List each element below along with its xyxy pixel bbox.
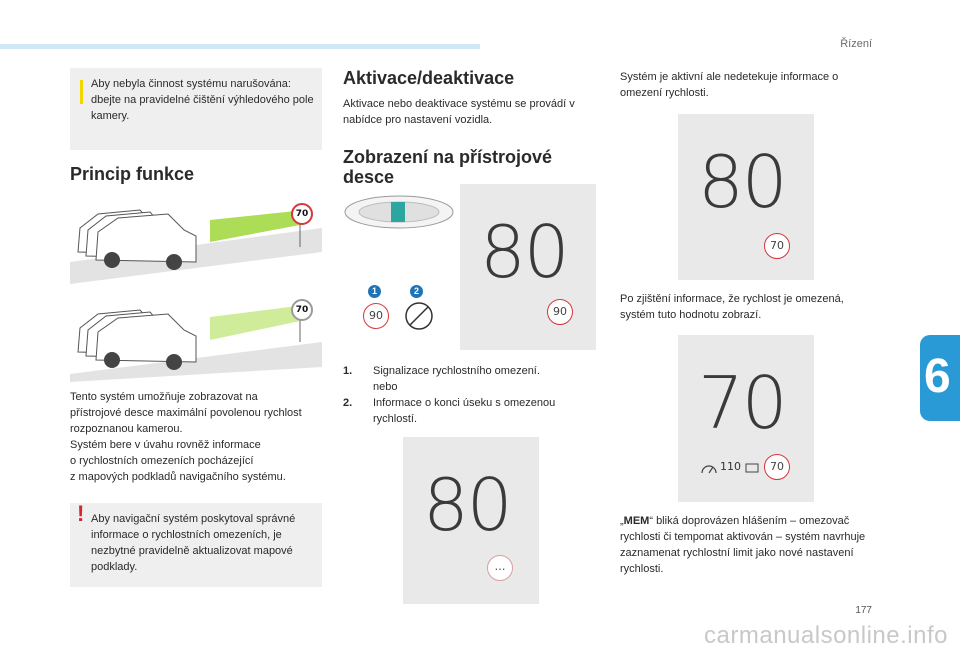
cluster-panel-1: 80 90 xyxy=(460,184,596,350)
inactive-text: Systém je aktivní ale nedetekuje informa… xyxy=(620,71,839,99)
illustration-sign-detection: 70 70 xyxy=(70,192,322,382)
info-mark-icon xyxy=(80,80,83,104)
header-bar xyxy=(0,44,480,49)
cluster-panel-3: 80 70 xyxy=(678,114,814,280)
mem-text: „MEM“ bliká doprovázen hlášením – omezov… xyxy=(620,515,866,575)
mem-icon xyxy=(745,463,759,473)
panel-limit-sign: 70 xyxy=(764,233,790,259)
list-item: 2. Informace o konci úseku s omezenou ry… xyxy=(343,397,556,425)
detected-text: Po zjištění informace, že rychlost je om… xyxy=(620,293,844,321)
warning-note: ! Aby navigační systém poskytoval správn… xyxy=(70,503,322,587)
list-item: 1. Signalizace rychlostního omezení. neb… xyxy=(343,365,540,393)
page-number: 177 xyxy=(855,605,872,616)
legend-list: 1. Signalizace rychlostního omezení. neb… xyxy=(343,363,595,427)
speed-sign-bottom: 70 xyxy=(291,299,313,321)
speed-limiter-icon xyxy=(701,465,717,474)
camera-windshield-icon xyxy=(344,195,454,229)
heading-display: Zobrazení na přístrojové desce xyxy=(343,147,553,187)
section-title: Řízení xyxy=(840,38,872,50)
info-note: Aby nebyla činnost systému narušována: d… xyxy=(70,68,322,150)
principle-text: Tento systém umožňuje zobrazovat na přís… xyxy=(70,391,302,483)
heading-principle: Princip funkce xyxy=(70,164,195,184)
watermark: carmanualsonline.info xyxy=(704,622,948,649)
info-note-text: Aby nebyla činnost systému narušována: d… xyxy=(91,78,314,122)
speed-limit-sign-icon: 90 xyxy=(363,303,389,329)
panel-speed: 80 xyxy=(480,210,570,294)
display-icons: 1 2 90 xyxy=(343,190,458,340)
cars-illustration xyxy=(70,209,322,382)
heading-activation: Aktivace/deaktivace xyxy=(343,68,515,88)
panel-limit-sign: 90 xyxy=(547,299,573,325)
chapter-tab: 6 xyxy=(920,335,960,421)
panel-speed: 70 xyxy=(698,361,788,445)
cluster-panel-4: 70 110 70 xyxy=(678,335,814,502)
speed-sign-top: 70 xyxy=(291,203,313,225)
badge-1: 1 xyxy=(368,285,381,298)
panel-limit-sign: … xyxy=(487,555,513,581)
panel-speed: 80 xyxy=(423,463,513,547)
cruise-setting: 110 xyxy=(720,460,741,473)
badge-2: 2 xyxy=(410,285,423,298)
end-of-limit-sign-icon xyxy=(405,302,433,330)
warning-icon: ! xyxy=(77,501,85,526)
panel-speed: 80 xyxy=(698,140,788,224)
chapter-number: 6 xyxy=(924,350,951,403)
activation-text: Aktivace nebo deaktivace systému se prov… xyxy=(343,98,575,126)
panel-limit-sign: 70 xyxy=(764,454,790,480)
cluster-panel-2: 80 … xyxy=(403,437,539,604)
warning-note-text: Aby navigační systém poskytoval správné … xyxy=(91,513,296,573)
